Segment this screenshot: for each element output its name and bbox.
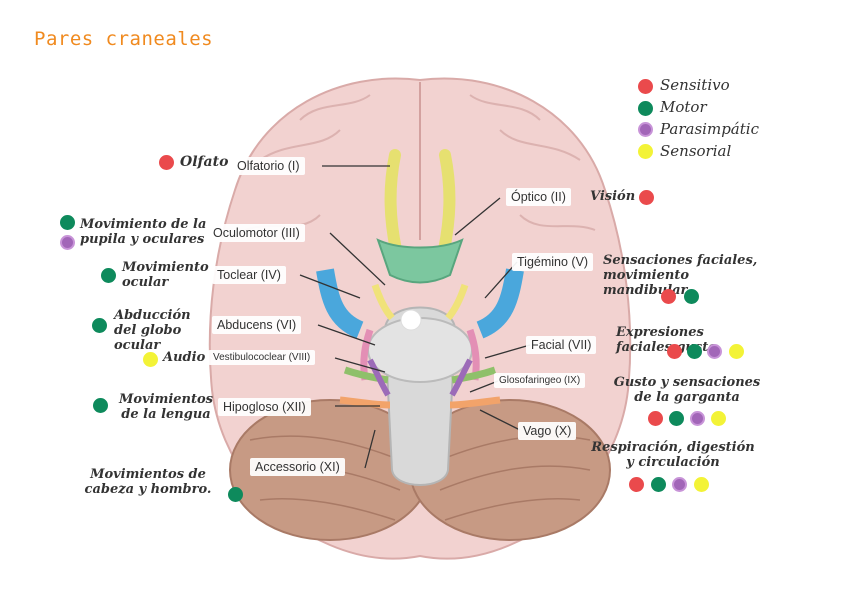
legend-green-dot	[638, 101, 653, 116]
function-olfato: Olfato	[180, 154, 229, 170]
trigeminal-left	[316, 268, 364, 339]
label-vestibulococlear: Vestibulococlear (VIII)	[208, 350, 316, 365]
label-olfatorio: Olfatorio (I)	[232, 157, 305, 175]
legend-yellow-dot	[638, 144, 653, 159]
garganta-green-dot	[669, 411, 684, 426]
facial-left	[343, 366, 389, 384]
pupila-green-dot	[60, 215, 75, 230]
label-toclear: Toclear (IV)	[212, 266, 286, 284]
trigeminal-right	[476, 268, 524, 339]
legend-sensitivo: Sensitivo	[660, 76, 730, 94]
function-pupila: Movimiento de la pupila y oculares	[80, 217, 207, 247]
legend-motor: Motor	[660, 98, 707, 116]
function-ocular: Movimiento ocular	[122, 260, 209, 290]
respiracion-red-dot	[629, 477, 644, 492]
center-marker	[400, 309, 422, 331]
glossopharyngeal-right	[449, 396, 501, 409]
function-audio: Audio	[163, 350, 206, 365]
olfactory-tract-right	[438, 149, 456, 256]
audio-yellow-dot	[143, 352, 158, 367]
olfactory-tract-left	[384, 149, 402, 256]
label-glosofaringeo: Glosofaringeo (IX)	[494, 373, 586, 388]
olfato-red-dot	[159, 155, 174, 170]
function-abduccion: Abducción del globo ocular	[114, 308, 191, 353]
expresiones-red-dot	[667, 344, 682, 359]
label-abducens: Abducens (VI)	[212, 316, 302, 334]
respiracion-green-dot	[651, 477, 666, 492]
pons	[367, 317, 473, 383]
sensaciones-green-dot	[684, 289, 699, 304]
vagus-left	[367, 358, 391, 397]
cabeza-green-dot	[228, 487, 243, 502]
oculomotor-left	[371, 283, 395, 321]
label-trigemino: Tigémino (V)	[512, 253, 594, 271]
label-facial: Facial (VII)	[526, 336, 597, 354]
legend-sensorial: Sensorial	[660, 142, 732, 160]
label-oculomotor: Oculomotor (III)	[208, 224, 305, 242]
expresiones-yellow-dot	[729, 344, 744, 359]
respiracion-purple-dot	[672, 477, 687, 492]
label-accessorio: Accessorio (XI)	[250, 458, 345, 476]
garganta-red-dot	[648, 411, 663, 426]
label-optico: Óptico (II)	[506, 188, 571, 206]
lengua-green-dot	[93, 398, 108, 413]
glossopharyngeal-left	[339, 396, 391, 409]
expresiones-green-dot	[687, 344, 702, 359]
vagus-right	[449, 358, 473, 397]
vision-red-dot	[639, 190, 654, 205]
garganta-purple-dot	[690, 411, 705, 426]
page-title: Pares craneales	[34, 28, 214, 50]
expresiones-purple-dot	[707, 344, 722, 359]
optic-chiasm	[376, 238, 464, 284]
function-gusto-garganta: Gusto y sensaciones de la garganta	[613, 375, 761, 405]
function-cabeza: Movimientos de cabeza y hombro.	[84, 467, 212, 497]
label-vago: Vago (X)	[518, 422, 577, 440]
function-respiracion: Respiración, digestión y circulación	[591, 440, 755, 470]
abduccion-green-dot	[92, 318, 107, 333]
legend-purple-dot	[638, 122, 653, 137]
label-hipogloso: Hipogloso (XII)	[218, 398, 311, 416]
respiracion-yellow-dot	[694, 477, 709, 492]
sensaciones-red-dot	[661, 289, 676, 304]
ocular-green-dot	[101, 268, 116, 283]
garganta-yellow-dot	[711, 411, 726, 426]
oculomotor-right	[445, 283, 469, 321]
pupila-purple-dot	[60, 235, 75, 250]
function-vision: Visión	[590, 189, 636, 204]
facial-right	[451, 366, 497, 384]
function-lengua: Movimientos de la lengua	[119, 392, 213, 422]
legend-parasimpatico: Parasimpátic	[660, 120, 759, 138]
legend-red-dot	[638, 79, 653, 94]
